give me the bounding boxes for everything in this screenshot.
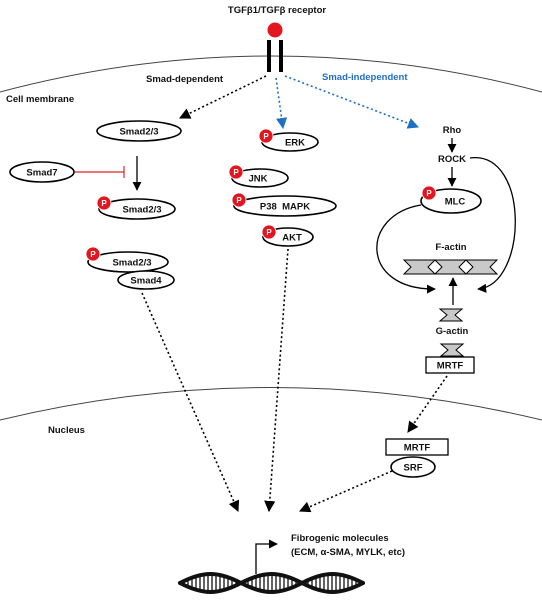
smad7-inhibition-line xyxy=(75,166,125,178)
akt-label: AKT xyxy=(282,233,302,244)
arrow-akt-to-dna xyxy=(264,248,289,513)
f-actin-label: F-actin xyxy=(435,242,466,253)
rho-label: Rho xyxy=(443,125,462,136)
smad4-label: Smad4 xyxy=(130,276,162,287)
phospho-mlc xyxy=(421,185,437,201)
g-actin-monomer xyxy=(438,308,464,322)
smad7-node xyxy=(9,161,75,183)
output-line1: Fibrogenic molecules xyxy=(291,533,389,544)
phospho-psmad23-text: P xyxy=(101,199,107,208)
p38-node xyxy=(233,195,337,217)
g-actin-label: G-actin xyxy=(436,326,469,337)
phospho-jnk xyxy=(228,164,244,180)
phospho-p38 xyxy=(231,192,247,208)
receptor-bar-left xyxy=(267,40,271,72)
psmad23-node xyxy=(98,198,176,220)
cell-membrane-label: Cell membrane xyxy=(6,94,74,105)
mlc-loop-to-actin xyxy=(376,204,436,294)
arrow-srf-to-dna xyxy=(298,470,393,513)
srf-node xyxy=(390,456,436,478)
mrtf-cyto-node xyxy=(425,356,475,374)
rock-loop-to-actin xyxy=(469,157,516,293)
phospho-akt-text: P xyxy=(266,228,272,237)
arrow-to-rho xyxy=(284,75,420,129)
transcription-arrow xyxy=(255,539,278,574)
phospho-erk xyxy=(258,128,274,144)
psmad23-label: Smad2/3 xyxy=(122,205,161,216)
nucleus-label: Nucleus xyxy=(48,425,85,436)
rock-label: ROCK xyxy=(438,154,466,165)
output-line2: (ECM, α-SMA, MYLK, etc) xyxy=(291,547,405,558)
phospho-psmad23 xyxy=(96,195,112,211)
mrtf-nuc-node xyxy=(385,438,449,456)
tgfb-ligand xyxy=(267,22,283,38)
dna-strand-b xyxy=(178,572,365,594)
arrow-mrtf-into-nucleus xyxy=(407,375,448,433)
tgfb-receptor xyxy=(267,22,283,72)
receptor-label: TGFβ1/TGFβ receptor xyxy=(228,5,326,16)
mrtf-cyto-label: MRTF xyxy=(437,361,464,372)
complex-smad23-node xyxy=(87,251,169,273)
phospho-erk-text: P xyxy=(263,132,269,141)
phospho-complex xyxy=(85,246,101,262)
nuclear-membrane-curve xyxy=(0,387,542,421)
arrow-to-smad23 xyxy=(178,75,267,119)
smad7-label: Smad7 xyxy=(26,168,57,179)
dna-helix xyxy=(178,572,365,594)
smad-independent-label: Smad-independent xyxy=(322,72,408,83)
complex-smad23-label: Smad2/3 xyxy=(112,258,151,269)
f-actin-subunit xyxy=(464,259,499,275)
arrow-smad-to-dna xyxy=(141,292,240,513)
f-actin-filament xyxy=(402,259,499,275)
smad23-node xyxy=(96,120,182,142)
mlc-label: MLC xyxy=(445,197,466,208)
phospho-p38-text: P xyxy=(236,196,242,205)
smad23-label: Smad2/3 xyxy=(119,127,158,138)
f-actin-subunit xyxy=(433,259,468,275)
srf-label: SRF xyxy=(404,463,423,474)
phospho-complex-text: P xyxy=(90,250,96,259)
phospho-jnk-text: P xyxy=(233,168,239,177)
f-actin-subunit xyxy=(402,259,437,275)
arrow-to-erk xyxy=(275,77,288,130)
phospho-akt xyxy=(261,224,277,240)
phospho-mlc-text: P xyxy=(426,189,432,198)
erk-label: ERK xyxy=(285,138,305,149)
dna-strand-a xyxy=(178,572,365,594)
smad4-node xyxy=(117,270,175,290)
jnk-label: JNK xyxy=(248,174,267,185)
receptor-bar-right xyxy=(279,40,283,72)
smad-dependent-label: Smad-dependent xyxy=(146,74,224,85)
g-actin-bound-mrtf xyxy=(439,343,465,357)
p38-label: P38 MAPK xyxy=(260,202,310,213)
mrtf-nuc-label: MRTF xyxy=(404,443,431,454)
